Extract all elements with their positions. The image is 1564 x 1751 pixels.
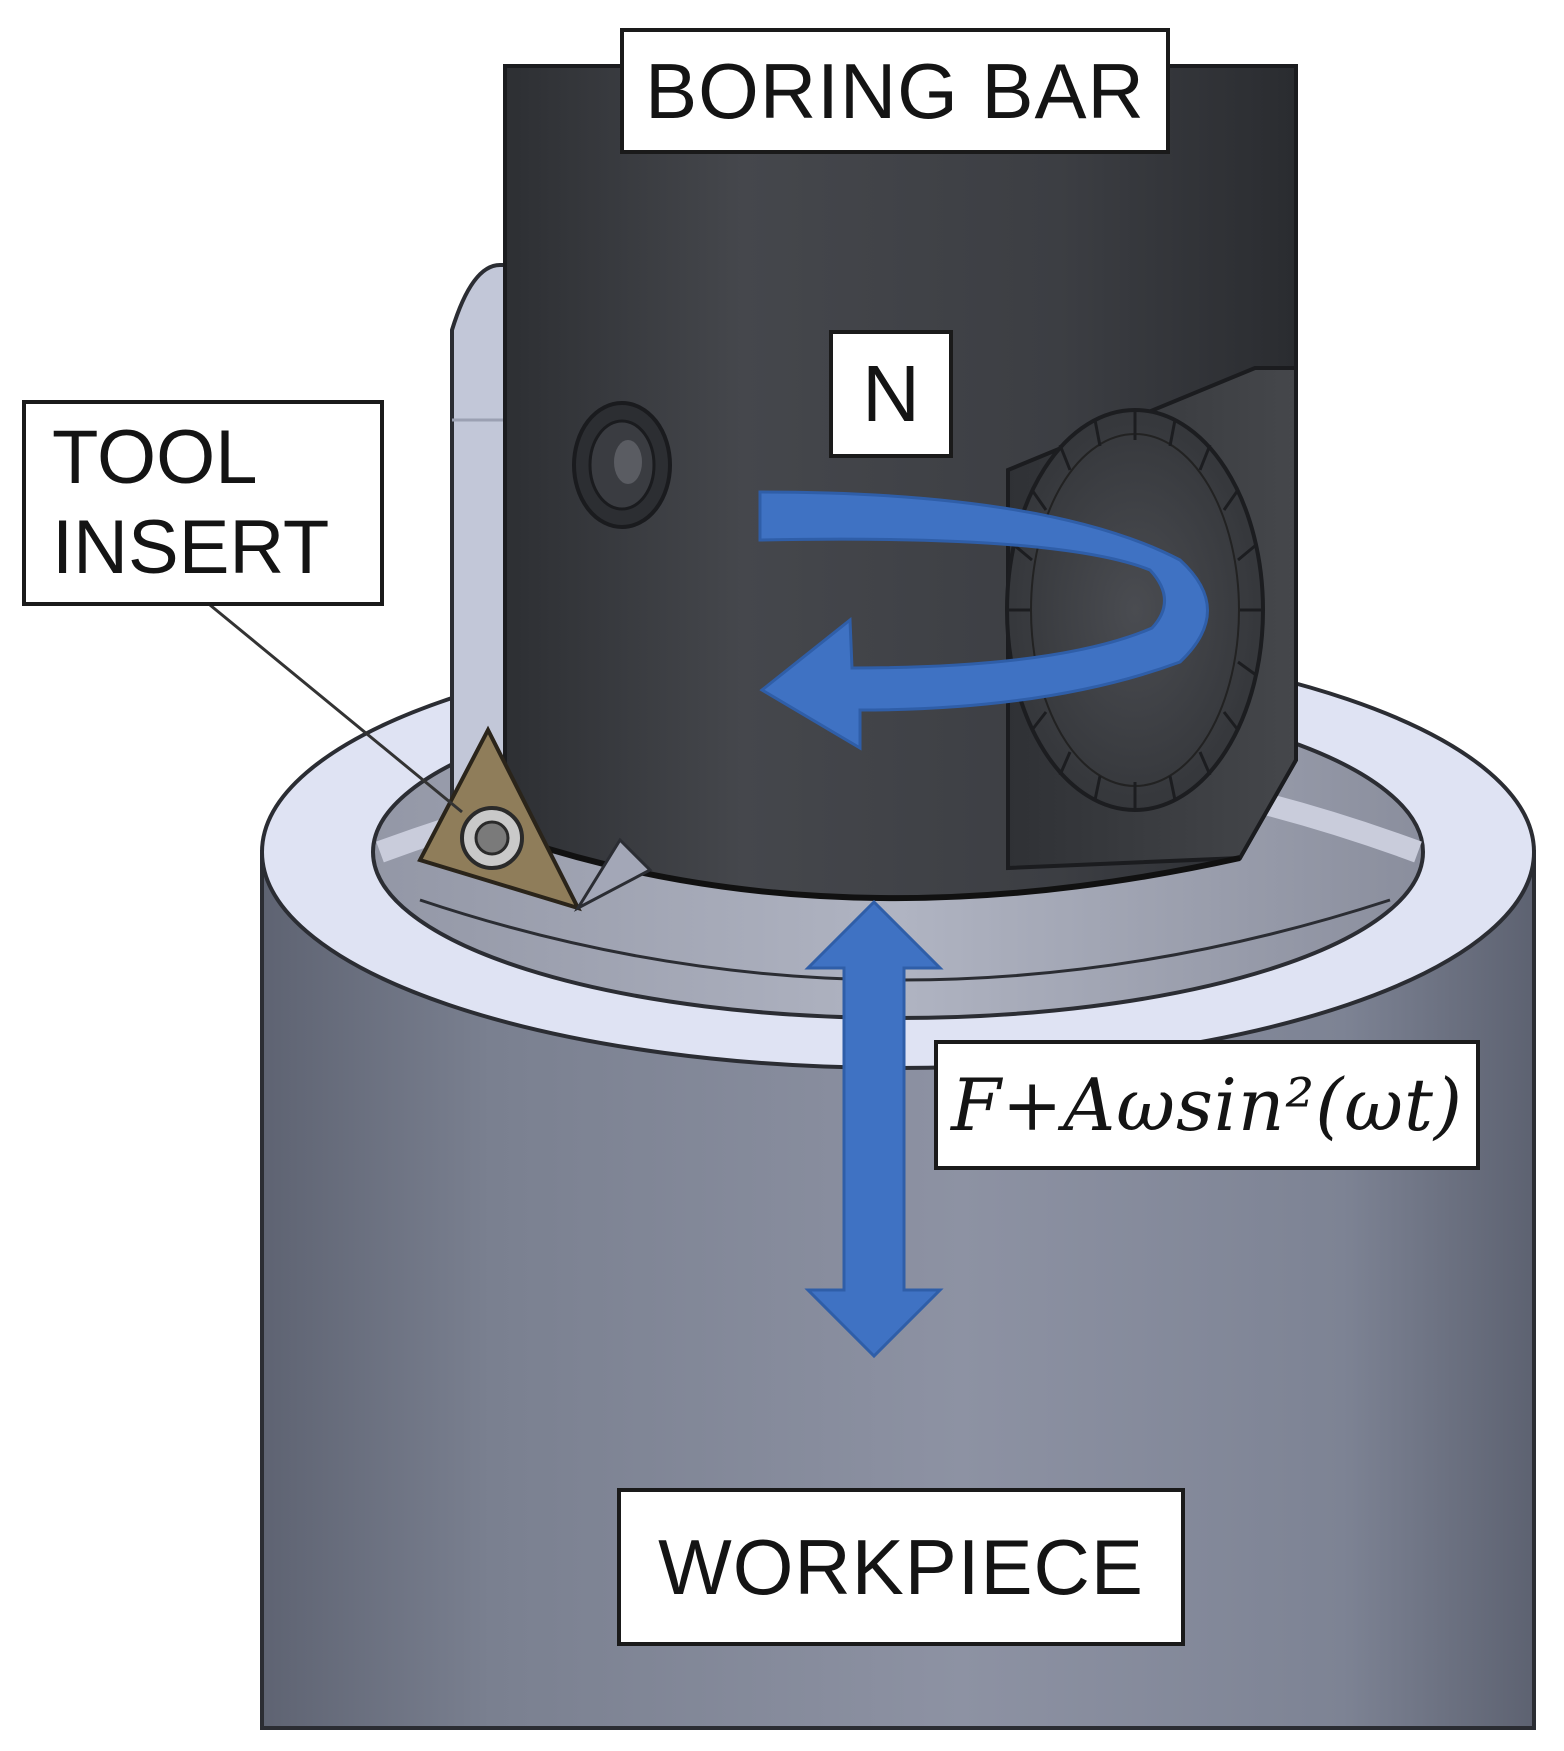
workpiece-label: WORKPIECE <box>617 1488 1185 1646</box>
workpiece-label-text: WORKPIECE <box>658 1522 1144 1611</box>
tool-insert-label-text: TOOL INSERT <box>52 415 330 590</box>
rotation-speed-label: N <box>829 330 953 458</box>
rotation-arrow <box>758 490 1209 751</box>
boring-bar-label: BORING BAR <box>620 28 1170 154</box>
dial-scale <box>1005 408 1265 812</box>
rotation-speed-label-text: N <box>862 349 920 438</box>
force-expression-label-text: F+Aωsin²(ωt) <box>950 1063 1464 1147</box>
tool-insert <box>417 725 653 912</box>
boring-bar-label-text: BORING BAR <box>645 46 1145 135</box>
tool-insert-label: TOOL INSERT <box>22 400 384 606</box>
axial-force-arrow <box>804 899 944 1359</box>
force-expression-label: F+Aωsin²(ωt) <box>934 1040 1480 1170</box>
tool-insert-leader <box>209 603 463 814</box>
boring-bar <box>450 64 1298 902</box>
set-screw <box>572 401 672 529</box>
